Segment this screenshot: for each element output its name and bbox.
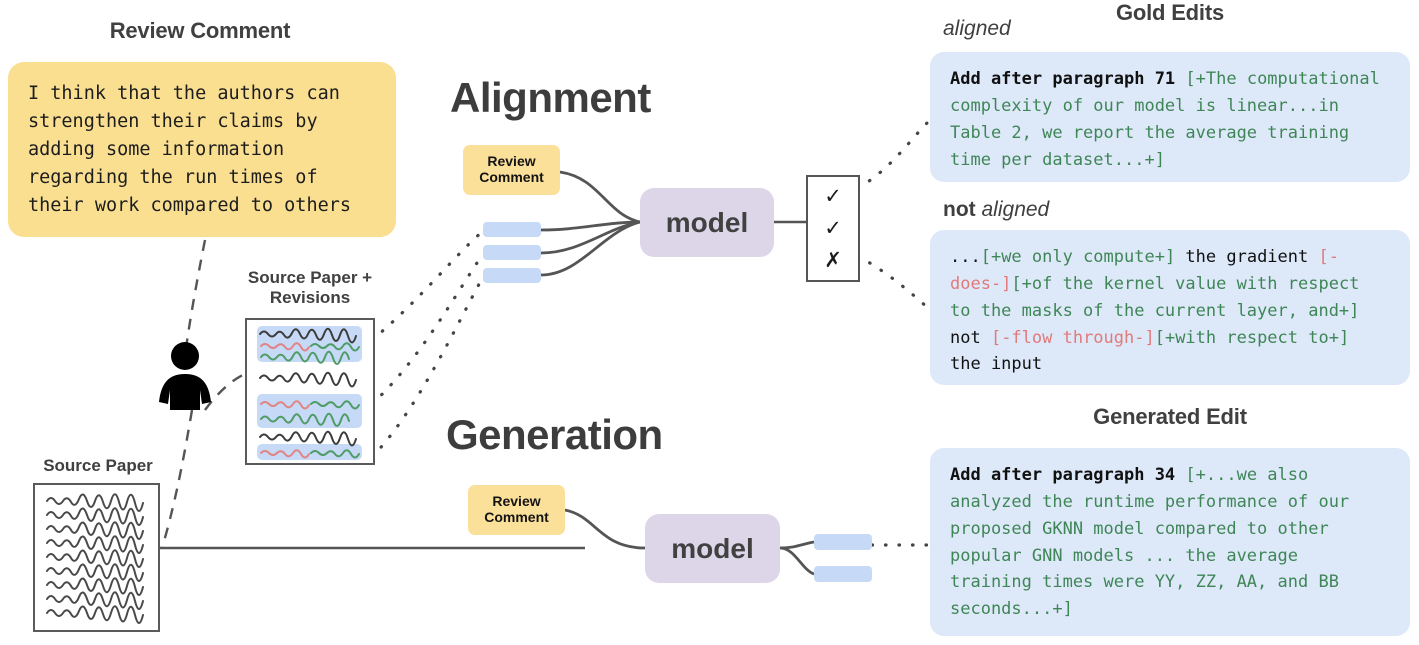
gold-edit-not-aligned-card: ...[+we only compute+] the gradient [-do… (930, 230, 1410, 385)
generation-output-bar-1 (814, 534, 872, 550)
generated-edit-card: Add after paragraph 34 [+...we also anal… (930, 448, 1410, 636)
curve-chip-to-model-gen (564, 508, 646, 550)
cross-icon: ✗ (824, 248, 842, 272)
dashed-link-person-to-source-paper (160, 409, 194, 549)
chip-review-comment-alignment: Review Comment (463, 145, 560, 195)
gold-edit-aligned-card: Add after paragraph 71 [+The computation… (930, 52, 1410, 182)
check-icon: ✓ (824, 216, 842, 240)
review-comment-text: I think that the authors can strengthen … (28, 83, 352, 217)
person-icon (159, 342, 211, 410)
generation-output-bar-2 (814, 566, 872, 582)
check-icon: ✓ (824, 185, 842, 209)
alignment-model-box: model (640, 188, 774, 257)
section-title-generation: Generation (446, 411, 663, 458)
curve-genmodel-to-outbar2 (779, 546, 815, 576)
edit-segment-add: [+The computational complexity of our mo… (950, 69, 1391, 170)
label-not-aligned: not aligned (943, 198, 1049, 222)
edit-segment-del: [-does-] (950, 247, 1339, 294)
label-not-aligned-italic: aligned (981, 198, 1050, 221)
edit-segment-add: [+of the kernel value with respect to th… (950, 273, 1370, 321)
alignment-input-bar-2 (483, 245, 541, 260)
source-paper-doc (33, 483, 160, 632)
generated-edit-text: Add after paragraph 34 [+...we also anal… (930, 448, 1410, 637)
gold-edit-aligned-text: Add after paragraph 71 [+The computation… (930, 52, 1410, 187)
dotted-verdict-to-not-aligned (856, 254, 930, 310)
edit-segment-plain: the gradient (1175, 247, 1319, 267)
edit-segment-plain: the input (950, 327, 1360, 375)
edit-segment-plain (1175, 465, 1185, 485)
label-aligned: aligned (943, 17, 1011, 41)
section-title-gold-edits: Gold Edits (1115, 0, 1224, 25)
chip-review-comment-generation-label: Review Comment (484, 493, 549, 525)
dashed-link-person-to-revisions (204, 370, 251, 411)
edit-segment-add: [+with respect to+] (1154, 327, 1350, 348)
edit-segment-bold: Add after paragraph 34 (950, 465, 1176, 485)
edit-segment-plain (1175, 69, 1185, 89)
source-paper-revisions-doc (245, 318, 375, 465)
edit-segment-add: [+...we also analyzed the runtime perfor… (950, 465, 1360, 620)
label-source-paper: Source Paper (43, 456, 153, 475)
section-title-generated-edit: Generated Edit (1093, 404, 1247, 429)
edit-segment-plain: ... (950, 247, 981, 267)
curve-bar1-to-model (540, 220, 641, 232)
label-not-aligned-bold: not (943, 198, 976, 221)
alignment-input-bar-1 (483, 222, 541, 237)
label-aligned-text: aligned (943, 17, 1011, 40)
section-title-alignment: Alignment (450, 74, 651, 121)
edit-segment-del: [-flow through-] (990, 327, 1155, 348)
curve-genmodel-to-outbar1 (779, 540, 815, 550)
review-comment-card: I think that the authors can strengthen … (8, 62, 396, 237)
generation-model-label: model (671, 532, 754, 564)
generation-model-box: model (645, 514, 780, 583)
alignment-model-label: model (665, 206, 749, 238)
edit-segment-add: [+we only compute+] (980, 247, 1176, 267)
page-title-review-comment: Review Comment (109, 18, 291, 43)
edit-segment-bold: Add after paragraph 71 (950, 69, 1176, 89)
alignment-verdict-box: ✓ ✓ ✗ (806, 175, 860, 282)
chip-review-comment-generation: Review Comment (468, 485, 565, 535)
dotted-revisions-to-bar3 (370, 275, 485, 459)
gold-edit-not-aligned-text: ...[+we only compute+] the gradient [-do… (930, 230, 1410, 392)
dashed-link-comment-to-person (184, 239, 207, 349)
alignment-input-bar-3 (483, 268, 541, 283)
chip-review-comment-alignment-label: Review Comment (479, 153, 544, 185)
curve-chip-to-model-align (559, 170, 641, 224)
edit-segment-plain: not (950, 300, 1370, 348)
label-source-paper-revisions: Source Paper + Revisions (247, 268, 373, 308)
curve-bar3-to-model (540, 220, 641, 277)
dotted-verdict-to-aligned (856, 120, 930, 190)
